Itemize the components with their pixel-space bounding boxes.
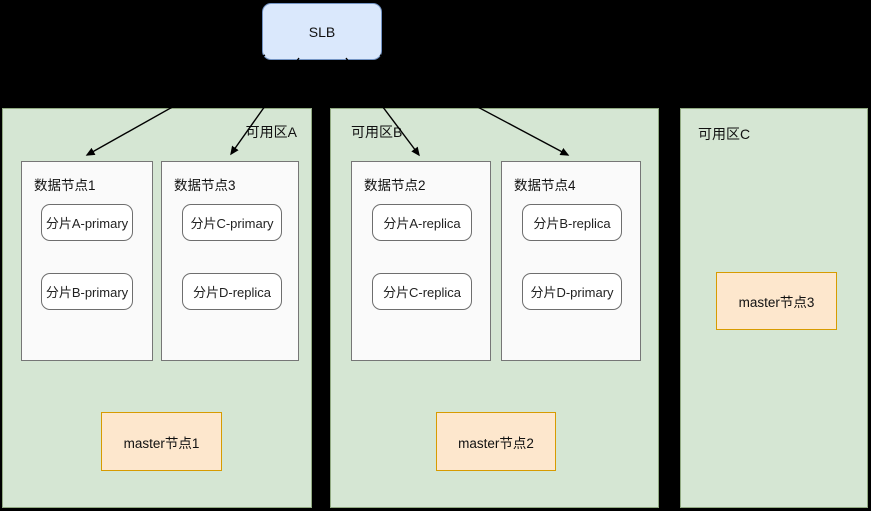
shard-d-primary: 分片D-primary [522,273,622,310]
shard-b-replica: 分片B-replica [522,204,622,241]
data-node-2-title: 数据节点2 [364,178,426,193]
shard-b-primary: 分片B-primary [41,273,133,310]
master-node-3: master节点3 [716,272,837,330]
data-node-4: 数据节点4 分片B-replica 分片D-primary [501,161,641,361]
zone-b-label: 可用区B [351,124,403,140]
shard-a-replica: 分片A-replica [372,204,472,241]
zone-b: 可用区B 数据节点2 分片A-replica 分片C-replica 数据节点4… [330,108,659,508]
master-node-2: master节点2 [436,412,556,471]
data-node-2: 数据节点2 分片A-replica 分片C-replica [351,161,491,361]
data-node-3-title: 数据节点3 [174,178,236,193]
data-node-1: 数据节点1 分片A-primary 分片B-primary [21,161,153,361]
shard-a-primary: 分片A-primary [41,204,133,241]
slb-node: SLB [262,3,382,60]
shard-d-replica: 分片D-replica [182,273,282,310]
slb-label: SLB [308,23,336,40]
zone-a: 可用区A 数据节点1 分片A-primary 分片B-primary 数据节点3… [2,108,312,508]
master-node-1: master节点1 [101,412,222,471]
data-node-3: 数据节点3 分片C-primary 分片D-replica [161,161,299,361]
zone-c-label: 可用区C [698,126,751,142]
shard-c-primary: 分片C-primary [182,204,282,241]
zone-a-label: 可用区A [245,124,297,140]
data-node-1-title: 数据节点1 [34,178,96,193]
data-node-4-title: 数据节点4 [514,178,576,193]
shard-c-replica: 分片C-replica [372,273,472,310]
zone-c: 可用区C master节点3 [680,108,868,508]
